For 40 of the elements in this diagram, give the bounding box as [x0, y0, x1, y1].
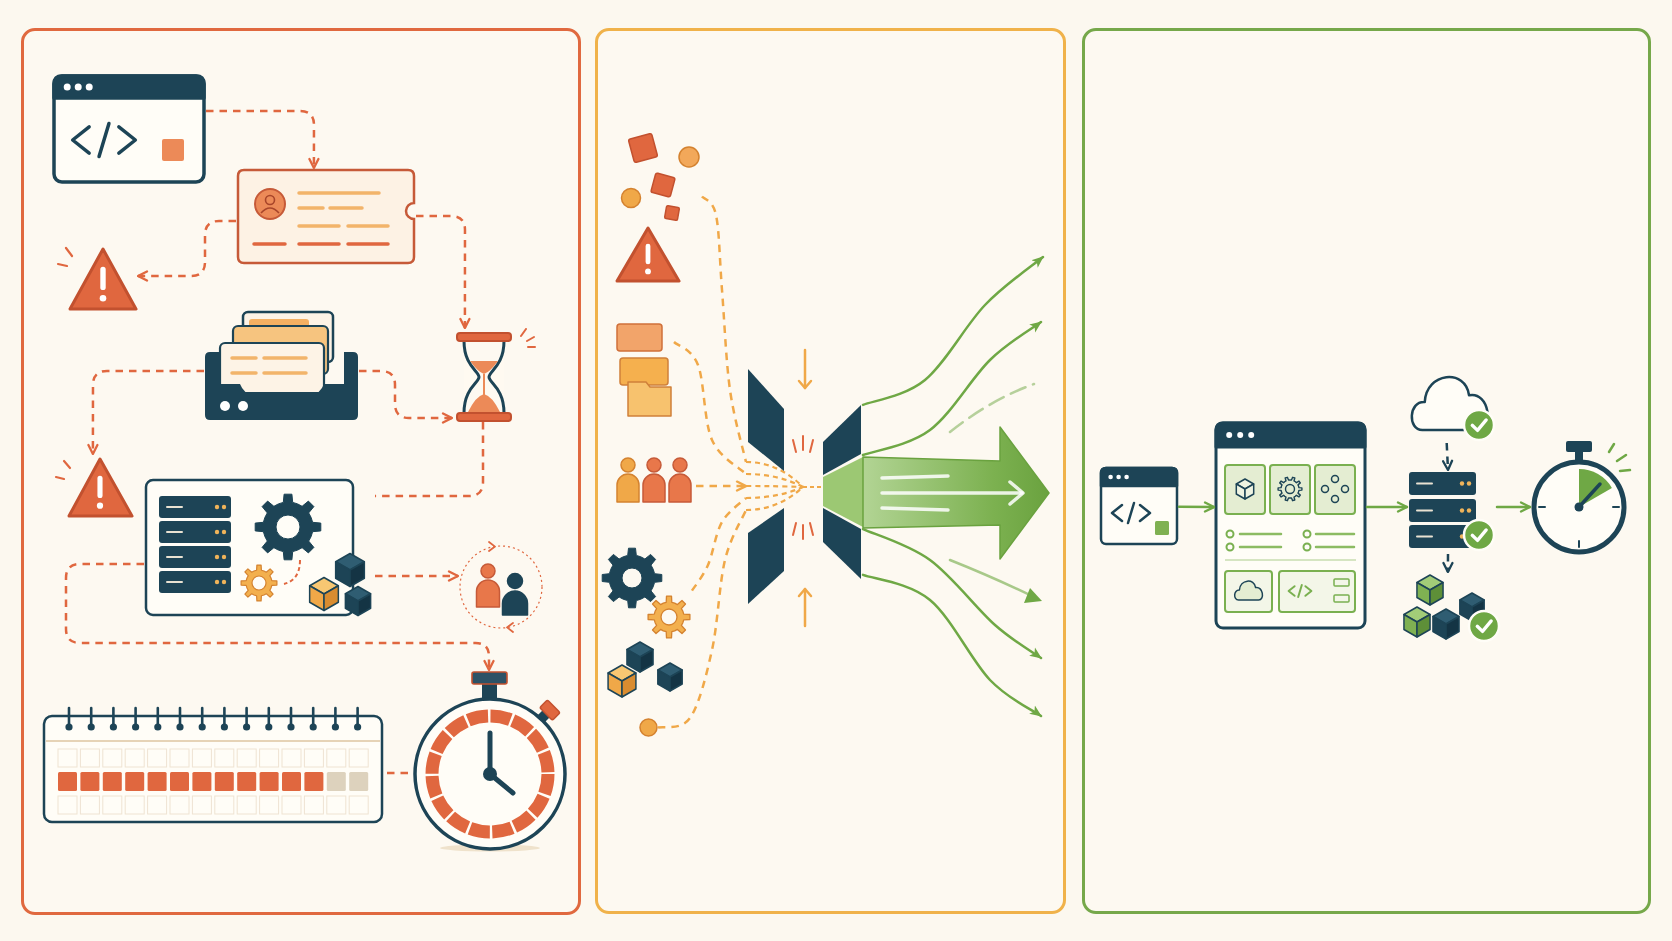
stage-panel	[595, 28, 1066, 914]
app-dashboard-icon	[1214, 421, 1367, 631]
arrow	[861, 320, 1043, 457]
dashed-arrow	[87, 369, 204, 456]
dashed-connector-line	[701, 195, 748, 463]
dashed-arrow	[375, 570, 460, 582]
dashed-connector-line	[387, 771, 410, 775]
dashed-connector-line	[690, 497, 747, 592]
dashed-arrow	[416, 214, 471, 330]
code-window-icon	[52, 74, 206, 184]
funnel-gate-illustration	[746, 346, 863, 629]
dashed-arrow	[206, 109, 320, 170]
warning-icon	[614, 224, 682, 284]
stopwatch-icon	[410, 670, 567, 852]
dashed-arrow	[136, 219, 236, 282]
arrow	[1177, 501, 1216, 513]
code-window-icon	[1099, 466, 1179, 546]
profile-card-icon	[236, 168, 416, 265]
card-tray-icon	[204, 310, 359, 421]
warning-icon	[56, 244, 138, 312]
arrow	[861, 255, 1045, 407]
dashed-connector-line	[657, 509, 748, 729]
gears-icon	[601, 546, 692, 641]
stage-panel	[21, 28, 581, 915]
dashed-arrow	[64, 562, 495, 672]
dashed-arrow	[696, 480, 748, 492]
arrow	[861, 527, 1043, 660]
arrow	[1495, 501, 1532, 513]
dashed-connector-line	[375, 422, 485, 498]
stage-panel	[1082, 28, 1651, 914]
dashed-arrow	[359, 369, 454, 424]
dashed-arrow	[1442, 554, 1454, 574]
dot-icon	[639, 718, 658, 737]
cubes-check-icon	[1400, 572, 1502, 644]
arrow	[1365, 501, 1409, 513]
stacked-folders-icon	[616, 322, 674, 419]
dashed-connector-line	[673, 340, 747, 475]
server-check-icon	[1407, 470, 1497, 554]
dashed-arrow	[1441, 442, 1454, 472]
arrow	[861, 573, 1043, 718]
